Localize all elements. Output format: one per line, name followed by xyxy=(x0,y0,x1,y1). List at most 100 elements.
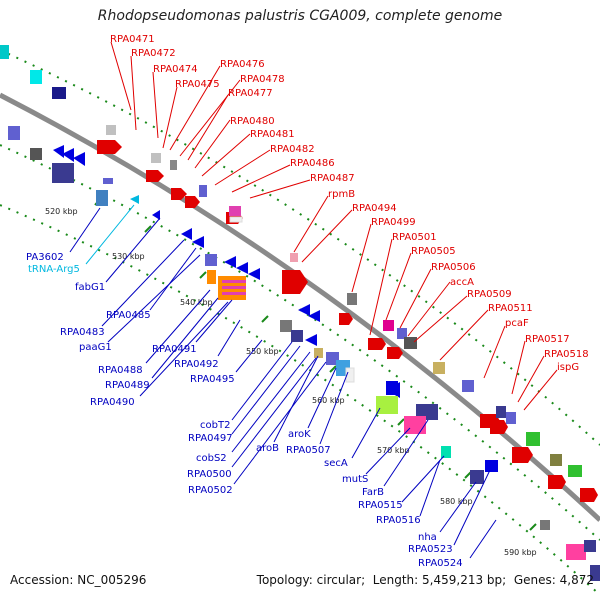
gene-feature xyxy=(404,416,426,434)
outer-ring-dots xyxy=(0,49,600,446)
gene-feature xyxy=(506,412,516,424)
gene-feature xyxy=(229,206,241,216)
gene-label: RPA0491 xyxy=(152,344,197,355)
length-value: 5,459,213 bp xyxy=(422,573,503,587)
gene-feature xyxy=(308,310,320,322)
gene-feature xyxy=(222,280,246,283)
reverse-features xyxy=(8,126,600,581)
gene-label: RPA0487 xyxy=(310,173,355,184)
gene-label: RPA0483 xyxy=(60,327,105,338)
upper-ring-dots xyxy=(0,144,600,541)
gene-feature xyxy=(207,270,216,284)
gene-feature xyxy=(52,163,74,183)
gene-label: RPA0481 xyxy=(250,129,295,140)
gene-feature xyxy=(30,148,42,160)
gene-feature xyxy=(386,381,398,395)
gene-feature xyxy=(53,145,64,158)
gene-label: secA xyxy=(324,458,348,469)
gene-feature xyxy=(314,348,323,358)
kbp-tick: 590 kbp xyxy=(504,523,537,557)
tick-rings xyxy=(0,49,600,596)
gene-label: tRNA-Arg5 xyxy=(28,264,80,275)
topology-value: circular xyxy=(316,573,362,587)
gene-label: RPA0489 xyxy=(105,380,150,391)
gene-label: pcaF xyxy=(505,318,529,329)
gene-feature xyxy=(130,195,139,204)
accession-label: Accession: xyxy=(10,573,74,587)
forward-gene-labels: RPA0471 RPA0472 RPA0474 RPA0475 RPA0476 … xyxy=(110,34,589,411)
gene-feature xyxy=(298,304,310,316)
gene-feature xyxy=(236,262,248,274)
gene-feature xyxy=(470,470,484,484)
kbp-ticks: 520 kbp 530 kbp 540 kbp 550 kbp 560 kbp … xyxy=(45,197,537,557)
genes-label: Genes: xyxy=(513,573,556,587)
genes-value: 4,872 xyxy=(559,573,594,587)
genome-summary: Topology: circular; Length: 5,459,213 bp… xyxy=(257,573,594,587)
separator: ; xyxy=(361,573,369,587)
gene-feature xyxy=(383,320,394,331)
length-label: Length: xyxy=(372,573,419,587)
gene-feature xyxy=(568,465,582,477)
gene-feature xyxy=(290,253,298,262)
gene-label: accA xyxy=(450,277,474,288)
lower-ring-dots xyxy=(0,204,600,596)
gene-feature xyxy=(490,420,508,434)
gene-feature xyxy=(441,446,451,458)
gene-label: mutS xyxy=(342,474,368,485)
gene-feature xyxy=(485,460,498,472)
gene-feature xyxy=(103,178,113,184)
gene-feature xyxy=(550,454,562,466)
separator: ; xyxy=(502,573,511,587)
gene-label: aroK xyxy=(288,429,311,440)
gene-feature xyxy=(548,475,566,489)
gene-label: RPA0500 xyxy=(187,469,232,480)
gene-feature xyxy=(526,432,540,446)
gene-feature xyxy=(205,254,217,266)
kbp-tick-label: 540 kbp xyxy=(180,298,213,307)
gene-feature xyxy=(339,313,353,325)
gene-feature xyxy=(347,293,357,305)
gene-label: RPA0502 xyxy=(188,485,233,496)
gene-label: RPA0485 xyxy=(106,310,151,321)
gene-label: RPA0507 xyxy=(286,445,331,456)
gene-feature xyxy=(282,270,308,294)
gene-feature xyxy=(62,148,74,162)
kbp-tick-label: 560 kbp xyxy=(312,396,345,405)
gene-label: fabG1 xyxy=(75,282,105,293)
gene-label: RPA0478 xyxy=(240,74,285,85)
gene-feature xyxy=(30,70,42,84)
kbp-tick: 530 kbp xyxy=(112,225,152,261)
gene-feature xyxy=(170,160,177,170)
gene-feature xyxy=(0,45,9,59)
gene-feature xyxy=(106,125,116,135)
gene-feature xyxy=(224,256,236,268)
gene-label: RPA0486 xyxy=(290,158,335,169)
gene-label: RPA0495 xyxy=(190,374,235,385)
gene-feature xyxy=(397,328,407,339)
gene-label: RPA0509 xyxy=(467,289,512,300)
kbp-tick: 520 kbp xyxy=(45,197,102,216)
gene-label: RPA0477 xyxy=(228,88,273,99)
gene-label: aroB xyxy=(256,443,279,454)
gene-feature xyxy=(192,236,204,248)
kbp-tick: 560 kbp xyxy=(312,365,345,405)
gene-feature xyxy=(580,488,598,502)
gene-feature xyxy=(96,190,108,206)
gene-label: RPA0516 xyxy=(376,515,421,526)
gene-label: RPA0499 xyxy=(371,217,416,228)
gene-label: RPA0482 xyxy=(270,144,315,155)
gene-feature xyxy=(404,337,417,349)
kbp-tick-label: 520 kbp xyxy=(45,207,78,216)
gene-label: RPA0476 xyxy=(220,59,265,70)
gene-feature xyxy=(376,396,398,414)
gene-feature xyxy=(181,228,192,240)
gene-feature xyxy=(8,126,20,140)
gene-feature xyxy=(229,216,243,223)
kbp-tick-label: 570 kbp xyxy=(377,446,410,455)
gene-feature xyxy=(590,565,600,581)
gene-feature xyxy=(152,210,160,220)
gene-label: RPA0524 xyxy=(418,558,463,569)
gene-feature xyxy=(73,152,85,166)
gene-feature xyxy=(462,380,474,392)
gene-feature xyxy=(52,87,66,99)
